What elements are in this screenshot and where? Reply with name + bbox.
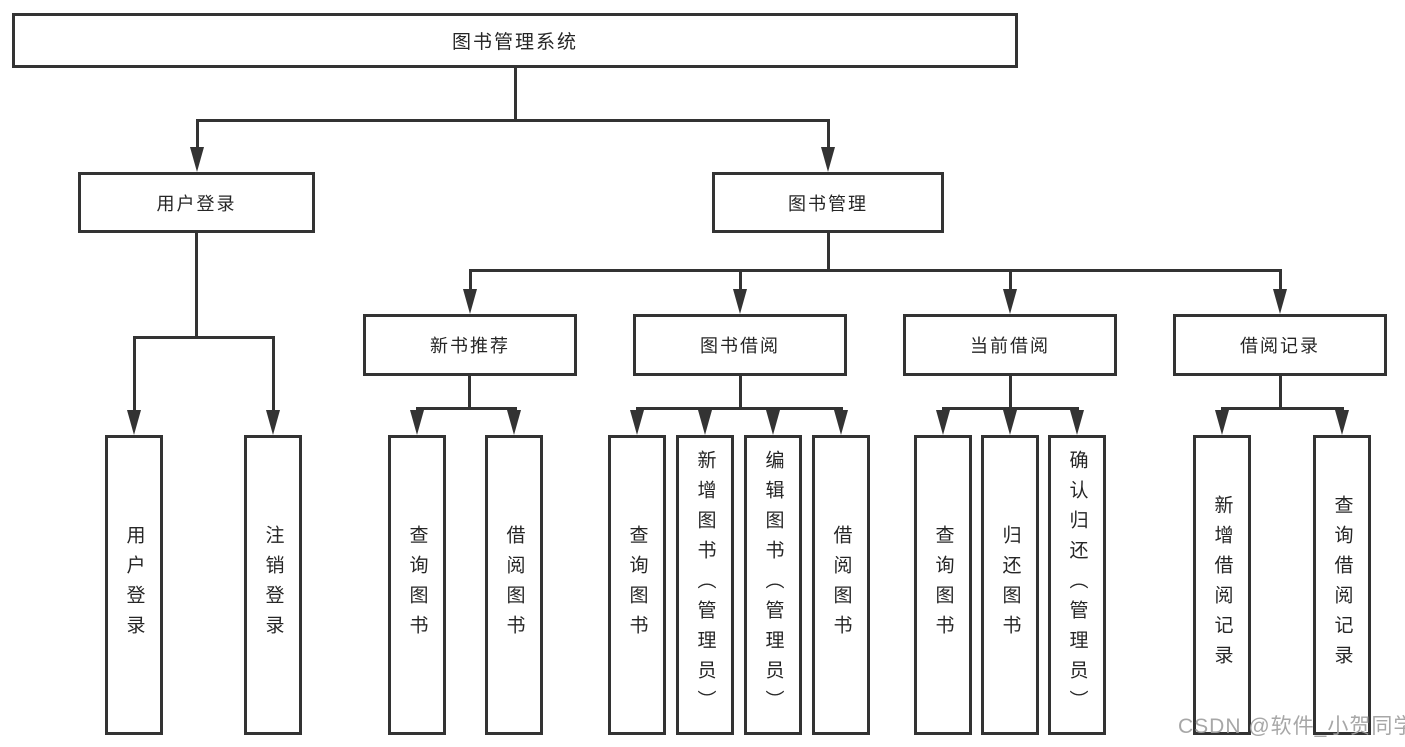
leaf-label: 用户登录 bbox=[123, 525, 145, 645]
node-label: 当前借阅 bbox=[970, 336, 1050, 356]
arrowhead-down-icon bbox=[1335, 410, 1349, 435]
node-label: 图书借阅 bbox=[700, 336, 780, 356]
connector-stem-borrow-records bbox=[1279, 269, 1282, 293]
connector-section3-rail bbox=[1221, 407, 1344, 410]
leaf-confirm-return-admin: 确认归还（管理员） bbox=[1048, 435, 1106, 735]
arrowhead-down-icon bbox=[1003, 289, 1017, 314]
leaf-edit-books-admin: 编辑图书（管理员） bbox=[744, 435, 802, 735]
arrowhead-down-icon bbox=[127, 410, 141, 435]
connector-stem-login bbox=[133, 336, 136, 414]
leaf-borrow-books: 借阅图书 bbox=[812, 435, 870, 735]
leaf-label: 归还图书 bbox=[999, 525, 1021, 645]
arrowhead-down-icon bbox=[733, 289, 747, 314]
arrowhead-down-icon bbox=[698, 410, 712, 435]
arrowhead-down-icon bbox=[1215, 410, 1229, 435]
connector-book-management-drop bbox=[827, 233, 830, 272]
connector-level2-rail bbox=[196, 119, 830, 122]
connector-level3-rail bbox=[469, 269, 1282, 272]
leaf-label: 借阅图书 bbox=[503, 525, 525, 645]
connector-stem-current-borrow bbox=[1009, 269, 1012, 293]
connector-user-login-drop bbox=[195, 233, 198, 339]
connector-section2-drop bbox=[1009, 376, 1012, 410]
arrowhead-down-icon bbox=[410, 410, 424, 435]
node-library-management-system: 图书管理系统 bbox=[12, 13, 1018, 68]
node-label: 用户登录 bbox=[156, 193, 237, 214]
arrowhead-down-icon bbox=[766, 410, 780, 435]
arrowhead-down-icon bbox=[630, 410, 644, 435]
leaf-label: 新增图书（管理员） bbox=[694, 450, 716, 720]
node-user-login: 用户登录 bbox=[78, 172, 315, 233]
leaf-label: 编辑图书（管理员） bbox=[762, 450, 784, 720]
leaf-label: 借阅图书 bbox=[830, 525, 852, 645]
connector-section2-rail bbox=[942, 407, 1079, 410]
connector-section3-drop bbox=[1279, 376, 1282, 410]
node-current-borrowing: 当前借阅 bbox=[903, 314, 1117, 376]
arrowhead-down-icon bbox=[1003, 410, 1017, 435]
leaf-label: 确认归还（管理员） bbox=[1066, 450, 1088, 720]
arrowhead-down-icon bbox=[1273, 289, 1287, 314]
node-book-management: 图书管理 bbox=[712, 172, 944, 233]
connector-stem-book-borrow bbox=[739, 269, 742, 293]
connector-section0-drop bbox=[468, 376, 471, 410]
leaf-logout: 注销登录 bbox=[244, 435, 302, 735]
csdn-watermark: CSDN @软件_小贺同学 bbox=[1178, 715, 1405, 738]
leaf-label: 查询图书 bbox=[626, 525, 648, 645]
leaf-label: 新增借阅记录 bbox=[1211, 495, 1233, 675]
arrowhead-down-icon bbox=[463, 289, 477, 314]
connector-stem-book-management bbox=[827, 119, 830, 151]
node-book-borrowing: 图书借阅 bbox=[633, 314, 847, 376]
leaf-label: 查询借阅记录 bbox=[1331, 495, 1353, 675]
connector-stem-user-login bbox=[196, 119, 199, 151]
arrowhead-down-icon bbox=[507, 410, 521, 435]
node-label: 图书管理系统 bbox=[451, 32, 578, 53]
arrowhead-down-icon bbox=[834, 410, 848, 435]
leaf-label: 查询图书 bbox=[932, 525, 954, 645]
node-label: 图书管理 bbox=[788, 193, 868, 214]
leaf-borrow-books-recommend: 借阅图书 bbox=[485, 435, 543, 735]
connector-stem-new-book bbox=[469, 269, 472, 293]
leaf-query-books-current: 查询图书 bbox=[914, 435, 972, 735]
connector-stem-logout bbox=[272, 336, 275, 414]
arrowhead-down-icon bbox=[1070, 410, 1084, 435]
leaf-add-books-admin: 新增图书（管理员） bbox=[676, 435, 734, 735]
node-label: 借阅记录 bbox=[1240, 336, 1320, 356]
arrowhead-down-icon bbox=[936, 410, 950, 435]
leaf-return-books: 归还图书 bbox=[981, 435, 1039, 735]
leaf-add-borrow-record: 新增借阅记录 bbox=[1193, 435, 1251, 735]
connector-section0-rail bbox=[416, 407, 517, 410]
leaf-query-books-recommend: 查询图书 bbox=[388, 435, 446, 735]
arrowhead-down-icon bbox=[821, 147, 835, 172]
connector-section1-rail bbox=[636, 407, 843, 410]
connector-root-drop bbox=[514, 68, 517, 122]
leaf-query-borrow-record: 查询借阅记录 bbox=[1313, 435, 1371, 735]
arrowhead-down-icon bbox=[190, 147, 204, 172]
node-label: 新书推荐 bbox=[430, 336, 510, 356]
node-borrowing-records: 借阅记录 bbox=[1173, 314, 1387, 376]
leaf-query-books-borrow: 查询图书 bbox=[608, 435, 666, 735]
leaf-label: 注销登录 bbox=[262, 525, 284, 645]
leaf-user-login: 用户登录 bbox=[105, 435, 163, 735]
leaf-label: 查询图书 bbox=[406, 525, 428, 645]
node-new-book-recommend: 新书推荐 bbox=[363, 314, 577, 376]
connector-section1-drop bbox=[739, 376, 742, 410]
arrowhead-down-icon bbox=[266, 410, 280, 435]
connector-user-login-rail bbox=[133, 336, 275, 339]
